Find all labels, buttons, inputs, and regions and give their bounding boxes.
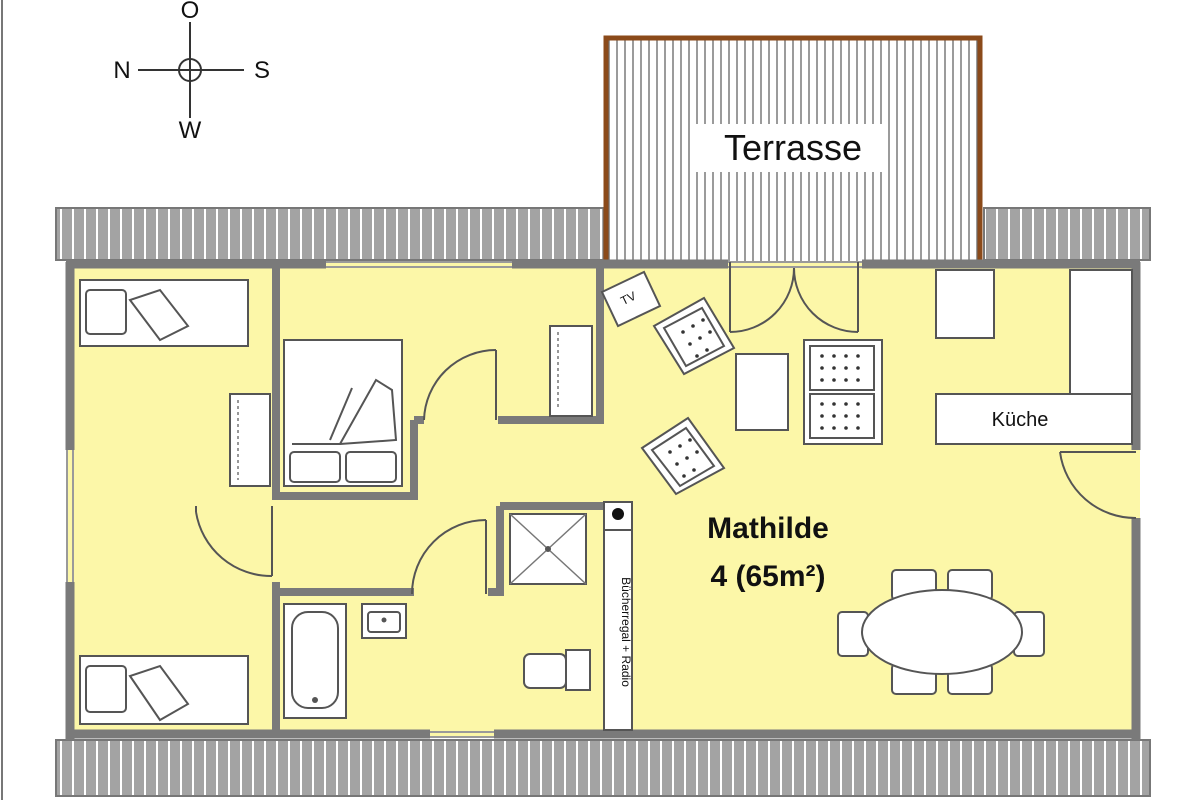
single-bed-top	[79, 279, 249, 347]
wardrobe-bedroom-1	[229, 393, 271, 487]
compass-rose: O N S W	[113, 0, 270, 144]
interior-walls	[272, 268, 604, 730]
bookshelf-label: Bücherregal + Radio	[619, 577, 633, 687]
armchair-dots	[668, 318, 712, 478]
radio-icon	[612, 508, 624, 520]
roof-top-left	[55, 207, 605, 261]
tv: TV	[600, 270, 662, 328]
toilet	[523, 649, 591, 691]
kitchen-cabinet	[935, 269, 995, 339]
bathtub	[283, 603, 347, 719]
dining-table	[861, 589, 1023, 675]
terrace: Terrasse	[603, 35, 983, 262]
coffee-table	[735, 353, 789, 431]
compass-label-right: S	[254, 57, 270, 84]
sink	[361, 603, 407, 639]
tv-label: TV	[618, 289, 638, 308]
single-bed-bottom	[79, 655, 249, 725]
outer-walls	[65, 259, 1141, 740]
armchair-2	[640, 416, 726, 496]
compass-label-left: N	[113, 57, 130, 84]
apartment-size: 4 (65m²)	[710, 560, 825, 593]
roof-bottom	[55, 739, 1151, 797]
compass-label-bottom: W	[179, 117, 202, 144]
apartment-name: Mathilde	[707, 512, 829, 545]
shower	[509, 513, 587, 585]
kitchen-counter	[935, 393, 1133, 445]
kitchen-label: Küche	[992, 409, 1049, 431]
kitchen-cabinet-tall	[1069, 269, 1133, 395]
doors	[195, 262, 1137, 595]
dining-set	[837, 569, 1045, 695]
armchair-1	[652, 296, 736, 376]
windows	[66, 261, 862, 738]
compass-label-top: O	[181, 0, 200, 24]
double-bed	[283, 339, 403, 487]
wardrobe-bedroom-2	[549, 325, 593, 417]
roof-top-right	[983, 207, 1151, 261]
terrace-label: Terrasse	[724, 127, 862, 168]
sofa	[803, 339, 883, 445]
